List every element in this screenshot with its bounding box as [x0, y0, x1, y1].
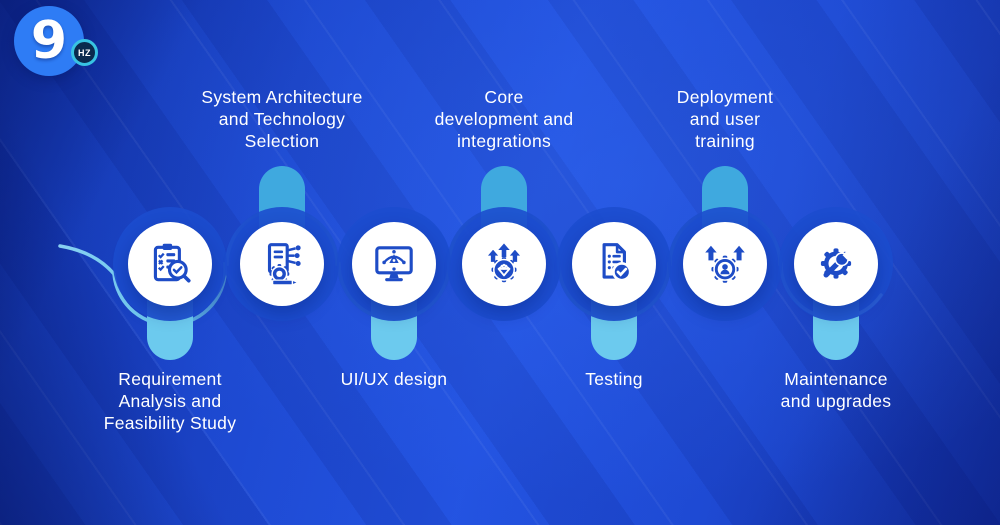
step-circle	[572, 222, 656, 306]
clipboard-search-icon	[153, 243, 191, 283]
ninehertz-logo: 9 HZ	[14, 6, 100, 76]
step-label: Core development and integrations	[434, 87, 574, 151]
step-circle	[240, 222, 324, 306]
deployment-user-gear-icon	[705, 245, 745, 283]
logo-number: 9	[30, 11, 68, 71]
design-monitor-icon	[375, 246, 413, 282]
step-circle	[683, 222, 767, 306]
test-report-icon	[602, 243, 632, 282]
step-label: Deployment and user training	[676, 87, 774, 151]
step-circle	[352, 222, 436, 306]
development-gear-arrows-icon	[485, 241, 523, 283]
maintenance-wrench-gear-icon	[820, 248, 852, 279]
logo-badge-label: HZ	[78, 47, 91, 58]
step-label: Testing	[585, 369, 643, 389]
step-circle	[128, 222, 212, 306]
architecture-document-icon	[267, 243, 301, 286]
step-label: System Architecture and Technology Selec…	[201, 87, 363, 151]
logo-circle: 9	[14, 6, 84, 76]
step-label: Requirement Analysis and Feasibility Stu…	[103, 369, 237, 433]
step-label: Maintenance and upgrades	[780, 369, 892, 411]
step-circle	[794, 222, 878, 306]
step-circle	[462, 222, 546, 306]
step-label: UI/UX design	[340, 369, 448, 389]
logo-badge: HZ	[71, 39, 98, 66]
